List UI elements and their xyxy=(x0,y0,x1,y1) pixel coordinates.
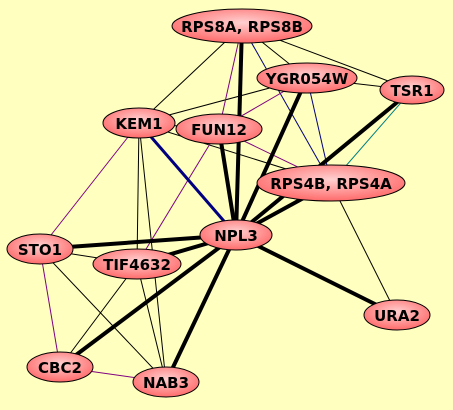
node-shape xyxy=(92,248,182,280)
node-label: CBC2 xyxy=(38,359,82,377)
node-label: RPS8A, RPS8B xyxy=(181,18,303,36)
edge-sto1-nab3 xyxy=(39,248,167,383)
node-ygr054w[interactable]: YGR054W xyxy=(256,62,358,94)
node-label: URA2 xyxy=(374,307,420,325)
edge-kem1-sto1 xyxy=(39,122,140,250)
edge-npl3-fun12 xyxy=(217,128,238,236)
edge-rps8a-rps4b xyxy=(241,25,332,184)
node-tsr1[interactable]: TSR1 xyxy=(379,75,445,105)
edge-npl3-kem1 xyxy=(137,122,238,236)
node-ura2[interactable]: URA2 xyxy=(363,299,431,331)
edge-npl3-ura2 xyxy=(235,233,398,317)
node-shape xyxy=(171,8,313,44)
node-sto1[interactable]: STO1 xyxy=(6,233,74,265)
node-fun12[interactable]: FUN12 xyxy=(175,113,263,145)
node-label: YGR054W xyxy=(265,70,349,88)
node-shape xyxy=(132,366,200,398)
node-shape xyxy=(256,62,358,94)
node-cbc2[interactable]: CBC2 xyxy=(26,351,94,383)
node-npl3[interactable]: NPL3 xyxy=(199,219,273,251)
node-rps4b[interactable]: RPS4B, RPS4A xyxy=(256,164,406,202)
edge-tif4632-nab3 xyxy=(136,263,167,383)
node-shape xyxy=(199,219,273,251)
edge-sto1-cbc2 xyxy=(39,248,61,368)
node-label: STO1 xyxy=(18,241,62,259)
node-shape xyxy=(26,351,94,383)
node-kem1[interactable]: KEM1 xyxy=(102,107,176,139)
node-label: NAB3 xyxy=(143,374,189,392)
edge-npl3-ygr054w xyxy=(234,77,309,236)
node-shape xyxy=(175,113,263,145)
node-rps8a[interactable]: RPS8A, RPS8B xyxy=(171,8,313,44)
node-label: TSR1 xyxy=(390,82,433,100)
node-shape xyxy=(102,107,176,139)
node-shape xyxy=(379,75,445,105)
node-label: TIF4632 xyxy=(103,256,171,274)
node-shape xyxy=(363,299,431,331)
node-label: RPS4B, RPS4A xyxy=(270,175,392,193)
edge-npl3-nab3 xyxy=(164,234,238,383)
node-label: KEM1 xyxy=(115,115,162,133)
edge-npl3-tsr1 xyxy=(234,88,414,237)
edge-rps4b-ura2 xyxy=(330,182,398,316)
node-shape xyxy=(256,164,406,202)
node-label: FUN12 xyxy=(191,121,247,139)
edge-tif4632-cbc2 xyxy=(59,263,138,368)
node-tif4632[interactable]: TIF4632 xyxy=(92,248,182,280)
node-nab3[interactable]: NAB3 xyxy=(132,366,200,398)
node-label: NPL3 xyxy=(214,227,258,245)
edge-npl3-cbc2 xyxy=(58,233,238,369)
node-shape xyxy=(6,233,74,265)
